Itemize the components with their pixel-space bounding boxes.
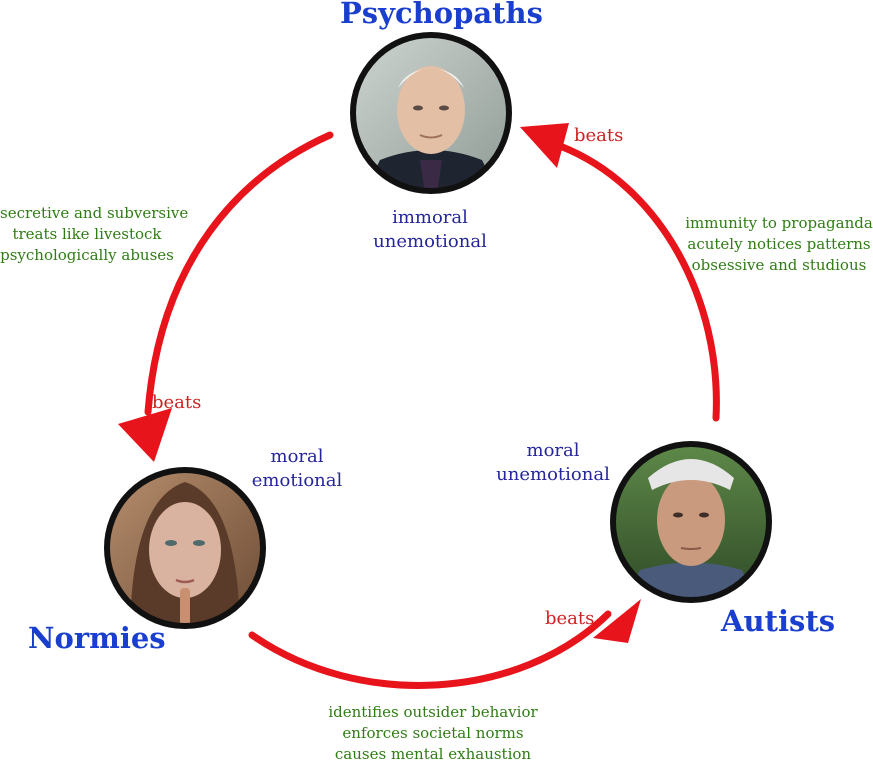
- arrow-autists-to-psychopaths: [520, 123, 720, 422]
- arrow-psychopaths-to-normies: [118, 131, 334, 462]
- note-line: identifies outsider behavior: [328, 703, 538, 721]
- notes-normies-to-autists: identifies outsider behavior enforces so…: [313, 702, 553, 765]
- note-line: immunity to propaganda: [685, 214, 873, 232]
- traits-psychopaths: immoral unemotional: [366, 206, 494, 254]
- notes-autists-to-psychopaths: immunity to propaganda acutely notices p…: [685, 213, 873, 276]
- note-line: secretive and subversive: [0, 204, 189, 222]
- trait-line: emotional: [251, 470, 343, 491]
- note-line: psychologically abuses: [0, 246, 174, 264]
- title-autists: Autists: [721, 604, 836, 638]
- title-normies: Normies: [28, 621, 166, 655]
- beats-label-psychopaths-to-normies: beats: [152, 392, 202, 413]
- trait-line: moral: [270, 446, 324, 467]
- note-line: causes mental exhaustion: [334, 745, 532, 763]
- trait-line: unemotional: [496, 464, 610, 485]
- traits-autists: moral unemotional: [491, 439, 615, 487]
- beats-label-normies-to-autists: beats: [545, 608, 595, 629]
- psychopaths-portrait: [350, 32, 512, 194]
- trait-line: moral: [526, 440, 580, 461]
- note-line: treats like livestock: [12, 225, 162, 243]
- note-line: obsessive and studious: [691, 256, 867, 274]
- trait-line: immoral: [392, 207, 468, 228]
- traits-normies: moral emotional: [241, 445, 353, 493]
- trait-line: unemotional: [373, 231, 487, 252]
- notes-psychopaths-to-normies: secretive and subversive treats like liv…: [0, 203, 189, 266]
- note-line: enforces societal norms: [342, 724, 524, 742]
- normies-portrait: [104, 467, 266, 629]
- title-psychopaths: Psychopaths: [340, 0, 543, 30]
- beats-label-autists-to-psychopaths: beats: [574, 125, 624, 146]
- autists-portrait: [610, 441, 772, 603]
- note-line: acutely notices patterns: [687, 235, 871, 253]
- arrow-normies-to-autists: [248, 599, 641, 689]
